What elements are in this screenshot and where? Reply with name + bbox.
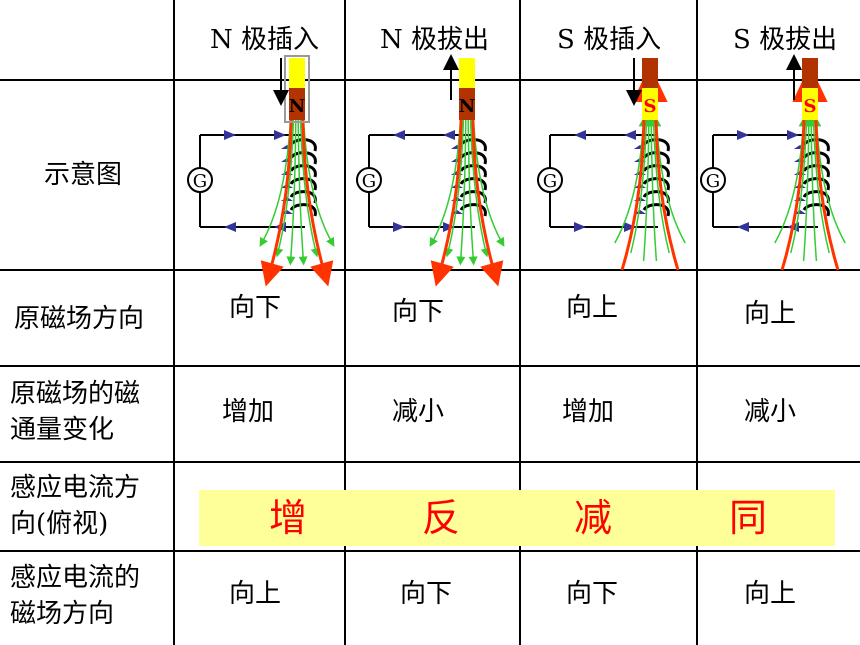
grid-line-h5 — [0, 550, 860, 552]
cell-field-direction: 向下 — [392, 297, 445, 327]
cell-induced-field: 向上 — [744, 579, 797, 609]
magnet-body — [802, 58, 818, 88]
field-line — [297, 119, 308, 266]
cell-flux-change: 减小 — [392, 397, 445, 427]
cell-field-direction: 向下 — [229, 293, 282, 323]
mnemonic-char: 增 — [269, 496, 308, 540]
row-label-field-direction: 原磁场方向 — [14, 304, 145, 334]
cell-induced-field: 向上 — [229, 579, 282, 609]
current-arrow — [393, 130, 405, 140]
magnet-pole-label: S — [644, 96, 657, 117]
galvanometer — [537, 167, 563, 193]
header-s-insert: S 极插入 — [557, 25, 662, 55]
current-arrow — [574, 130, 586, 140]
field-line — [274, 119, 295, 258]
field-line — [642, 117, 654, 262]
current-arrow — [737, 222, 749, 232]
cell-induced-field: 向下 — [400, 579, 453, 609]
field-line — [444, 119, 465, 258]
row-label-current-direction: 感应电流方向(俯视) — [10, 473, 141, 539]
grid-line-h1 — [0, 79, 860, 81]
magnet-outline — [284, 55, 310, 123]
galvanometer — [700, 167, 726, 193]
grid-line-h3 — [0, 365, 860, 367]
current-arrow — [224, 222, 236, 232]
field-line — [806, 117, 818, 262]
magnet-body — [459, 58, 475, 88]
cell-induced-field: 向下 — [566, 579, 619, 609]
magnet-body — [289, 58, 305, 88]
grid-line-v1 — [344, 0, 346, 645]
row-label-flux-change: 原磁场的磁通量变化 — [10, 379, 141, 445]
cell-field-direction: 向上 — [566, 293, 619, 323]
magnet-body — [642, 58, 658, 88]
cell-flux-change: 增加 — [222, 397, 275, 427]
magnet-pole — [642, 88, 658, 120]
header-s-pull: S 极拔出 — [733, 25, 838, 55]
current-arrow — [787, 130, 799, 140]
row-label-diagram: 示意图 — [44, 160, 123, 190]
field-line — [809, 117, 830, 254]
magnet-pole-label: N — [289, 96, 305, 117]
current-arrow — [624, 130, 636, 140]
cell-field-direction: 向上 — [744, 299, 797, 329]
grid-line-h4 — [0, 461, 860, 463]
row-label-induced-field: 感应电流的磁场方向 — [10, 563, 141, 629]
grid-line-h2 — [0, 269, 860, 271]
field-line — [299, 119, 320, 258]
field-line — [456, 119, 467, 266]
field-line — [469, 119, 490, 258]
field-line — [790, 117, 811, 254]
coil-current-arrow — [634, 210, 646, 214]
field-line — [467, 119, 478, 266]
cell-flux-change: 减小 — [744, 397, 797, 427]
galvanometer-label: G — [706, 171, 720, 192]
mnemonic-char: 减 — [574, 496, 613, 540]
galvanometer-label: G — [193, 171, 207, 192]
current-arrow — [274, 130, 286, 140]
field-line — [630, 117, 651, 254]
coil-loop — [802, 203, 830, 217]
grid-line-v0 — [173, 0, 175, 645]
galvanometer — [356, 167, 382, 193]
outer-field-line — [430, 94, 463, 287]
current-arrow — [443, 130, 455, 140]
mnemonic-band: 增 反 减 同 — [199, 490, 835, 546]
magnet-pole-label: S — [804, 96, 817, 117]
current-arrow — [737, 130, 749, 140]
coil-loop — [642, 203, 670, 217]
mnemonic-char: 反 — [422, 496, 461, 540]
galvanometer-label: G — [362, 171, 376, 192]
cell-flux-change: 增加 — [562, 397, 615, 427]
grid-line-v3 — [696, 0, 698, 645]
field-line — [802, 117, 814, 262]
header-n-pull: N 极拔出 — [380, 25, 490, 55]
coil-loop — [459, 203, 487, 217]
magnet-pole — [459, 88, 475, 120]
field-line — [646, 117, 658, 262]
galvanometer-label: G — [543, 171, 557, 192]
field-line — [649, 117, 670, 254]
field-line — [286, 119, 297, 266]
magnet-pole — [289, 88, 305, 120]
magnet-pole-label: N — [459, 96, 475, 117]
magnet-pole — [802, 88, 818, 120]
current-arrow — [574, 222, 586, 232]
coil-current-arrow — [794, 210, 806, 214]
header-n-insert: N 极插入 — [210, 25, 320, 55]
galvanometer — [187, 167, 213, 193]
current-arrow — [624, 222, 636, 232]
mnemonic-char: 同 — [729, 496, 768, 540]
current-arrow — [393, 222, 405, 232]
grid-line-v2 — [519, 0, 521, 645]
coil-loop — [289, 203, 317, 217]
current-arrow — [224, 130, 236, 140]
